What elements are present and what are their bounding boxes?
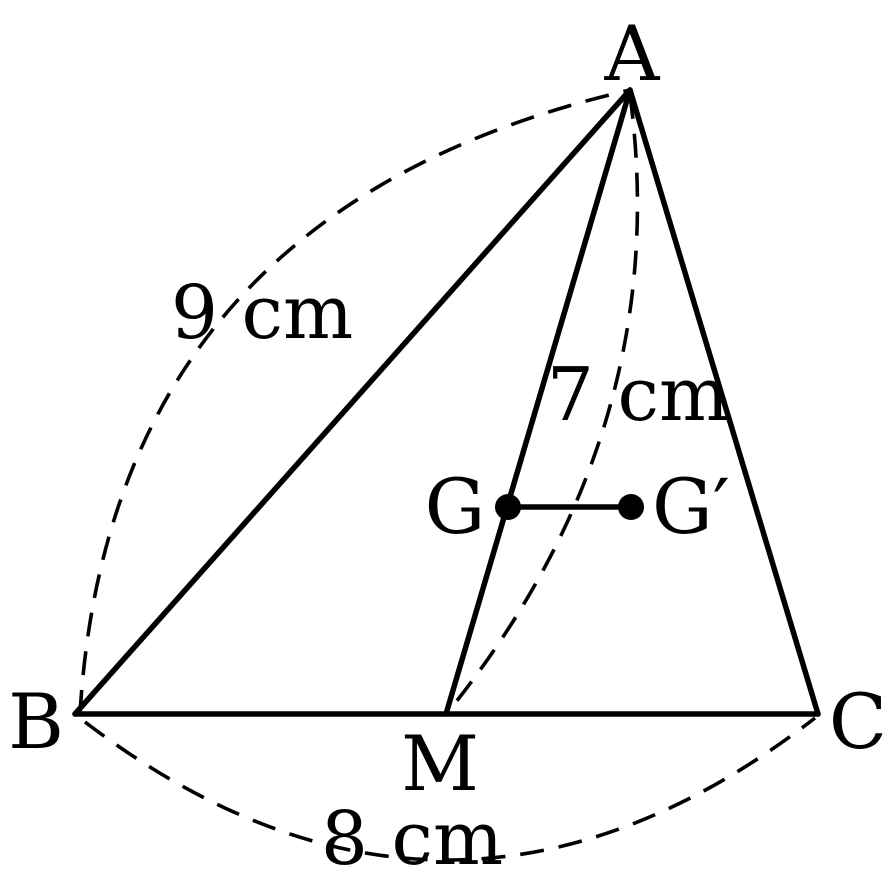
median-am [443,87,633,717]
dim-arc-bc [83,716,817,862]
label-a: A [604,9,661,98]
length-label-am: 7 cm [547,352,729,438]
label-g: G [425,462,486,551]
label-c: C [829,677,887,766]
length-label-bc: 8 cm [321,796,503,882]
dim-arc-ab [78,88,631,715]
label-g-prime: G′ [652,462,730,551]
side-ac [627,87,821,717]
length-label-ab: 9 cm [171,270,353,356]
point-g [495,494,521,520]
point-g-prime [618,494,644,520]
label-b: B [8,677,64,766]
side-ab [72,87,633,717]
dim-arc-am [446,94,640,714]
label-m: M [401,719,479,808]
